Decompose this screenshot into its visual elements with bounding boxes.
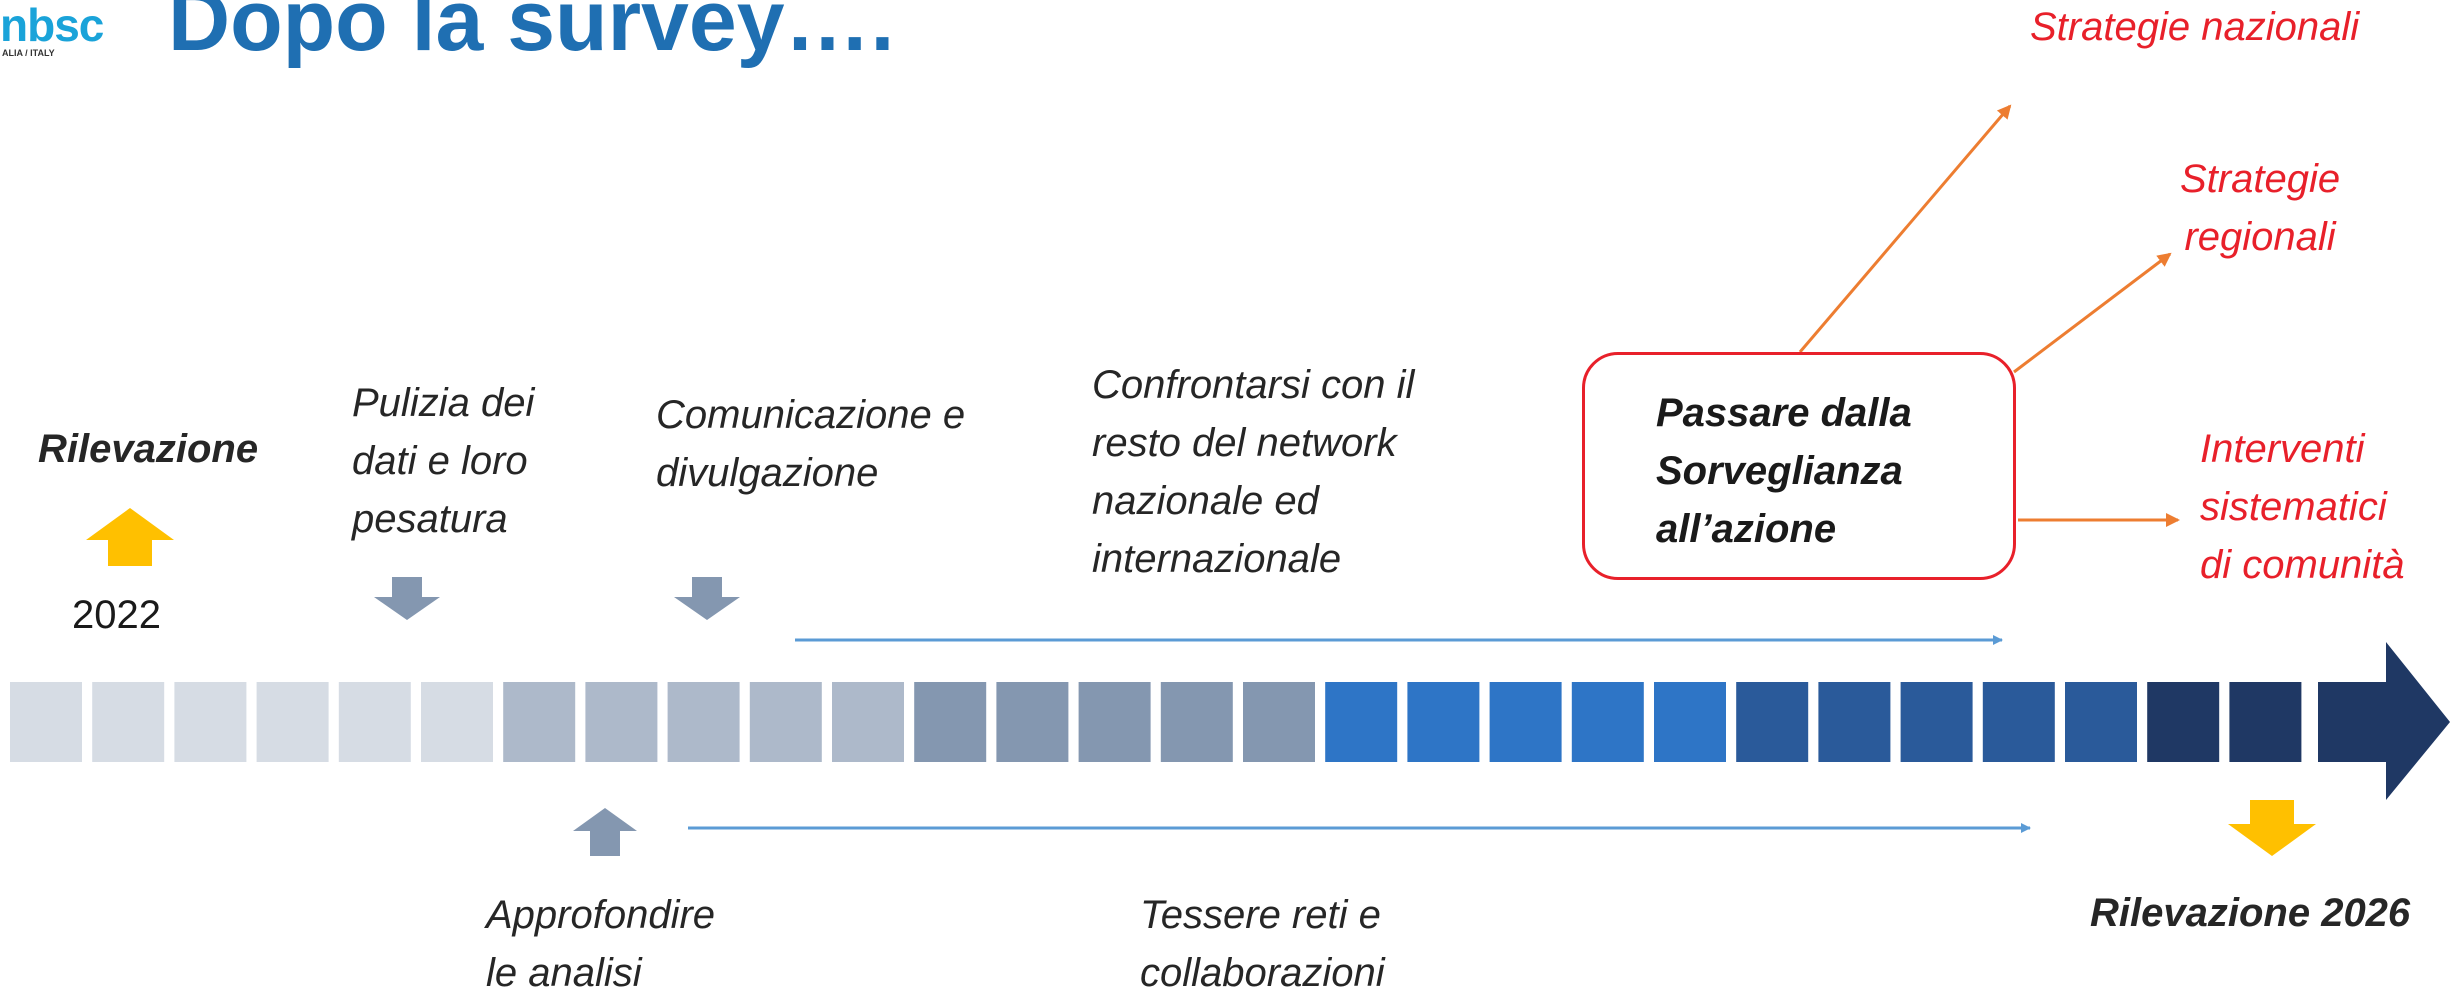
arrow-to-nazionali <box>1798 104 2012 353</box>
step-comunicazione-line: divulgazione <box>656 451 879 495</box>
center-box <box>1582 352 2016 580</box>
step-approfondire: Approfondire le analisi <box>486 886 715 1002</box>
timeline-segment <box>1818 682 1891 762</box>
outcome-regionali: Strategie regionali <box>2180 150 2340 266</box>
end-label: Rilevazione 2026 <box>2090 891 2411 935</box>
arrow-down-icon <box>374 577 440 620</box>
timeline-segment <box>1736 682 1809 762</box>
timeline-segment <box>1160 682 1233 762</box>
center-box-line: Sorveglianza <box>1656 449 1903 493</box>
timeline-segment <box>421 682 493 762</box>
step-pulizia-line: pesatura <box>352 497 508 541</box>
timeline-segment <box>832 682 904 762</box>
step-comunicazione-line: Comunicazione e <box>656 393 966 437</box>
logo-text: nbsc <box>0 0 104 51</box>
timeline-segment <box>1654 682 1726 762</box>
step-confrontarsi-line: internazionale <box>1092 537 1342 581</box>
outcome-regionali-line: regionali <box>2184 215 2336 259</box>
timeline-segment <box>1243 682 1315 762</box>
timeline-segment <box>1571 682 1644 762</box>
step-confrontarsi: Confrontarsi con il resto del network na… <box>1092 356 1414 588</box>
timeline-segment <box>1407 682 1480 762</box>
step-tessere-line: Tessere reti e <box>1140 893 1381 937</box>
arrow-down-icon <box>674 577 740 620</box>
step-approfondire-line: le analisi <box>486 951 642 995</box>
timeline-segment <box>338 682 411 762</box>
timeline-segment <box>2065 682 2137 762</box>
timeline-segment <box>174 682 247 762</box>
outcome-interventi: Interventi sistematici di comunità <box>2200 420 2405 594</box>
start-label: Rilevazione <box>38 427 259 471</box>
page-title: Dopo la survey…. <box>168 0 895 69</box>
center-box-text: Passare dalla Sorveglianza all’azione <box>1656 384 1912 558</box>
step-confrontarsi-line: resto del network <box>1092 421 1397 465</box>
outcome-nazionali: Strategie nazionali <box>2030 5 2360 49</box>
timeline-segment <box>1489 682 1562 762</box>
step-tessere-line: collaborazioni <box>1140 951 1385 995</box>
arrow-up-icon <box>86 508 174 566</box>
timeline-segment <box>996 682 1069 762</box>
timeline-segment <box>256 682 329 762</box>
step-tessere: Tessere reti e collaborazioni <box>1140 886 1385 1002</box>
timeline-segment <box>1982 682 2055 762</box>
arrow-up-icon <box>573 808 637 856</box>
timeline-segment <box>2147 682 2220 762</box>
timeline-segment <box>503 682 576 762</box>
timeline-segment <box>1900 682 1973 762</box>
timeline-segment <box>749 682 822 762</box>
outcome-regionali-line: Strategie <box>2180 157 2341 201</box>
timeline-segment <box>585 682 658 762</box>
timeline-segments <box>10 682 2302 762</box>
timeline-segment <box>1325 682 1398 762</box>
step-confrontarsi-line: Confrontarsi con il <box>1092 363 1415 407</box>
outcome-interventi-line: sistematici <box>2200 485 2387 529</box>
step-approfondire-line: Approfondire <box>486 893 716 937</box>
timeline-segment <box>914 682 987 762</box>
logo: nbsc ALIA / ITALY <box>0 0 110 62</box>
timeline-segment <box>10 682 82 762</box>
step-pulizia-line: Pulizia dei <box>352 381 535 425</box>
arrow-to-regionali <box>2013 252 2172 374</box>
timeline-segment <box>667 682 740 762</box>
timeline-segment <box>2229 682 2302 762</box>
step-comunicazione: Comunicazione e divulgazione <box>656 386 965 502</box>
arrow-down-icon <box>2228 800 2316 856</box>
outcome-interventi-line: Interventi <box>2200 427 2365 471</box>
step-confrontarsi-line: nazionale ed <box>1092 479 1319 523</box>
start-year: 2022 <box>72 593 161 637</box>
outcome-interventi-line: di comunità <box>2200 543 2405 587</box>
step-pulizia: Pulizia dei dati e loro pesatura <box>352 374 534 548</box>
logo-subtext: ALIA / ITALY <box>2 48 55 58</box>
timeline-segment <box>1078 682 1151 762</box>
timeline-segment <box>92 682 165 762</box>
center-box-line: all’azione <box>1656 507 1837 551</box>
step-pulizia-line: dati e loro <box>352 439 528 483</box>
timeline-arrowhead-icon <box>2318 642 2450 800</box>
center-box-line: Passare dalla <box>1656 391 1912 435</box>
